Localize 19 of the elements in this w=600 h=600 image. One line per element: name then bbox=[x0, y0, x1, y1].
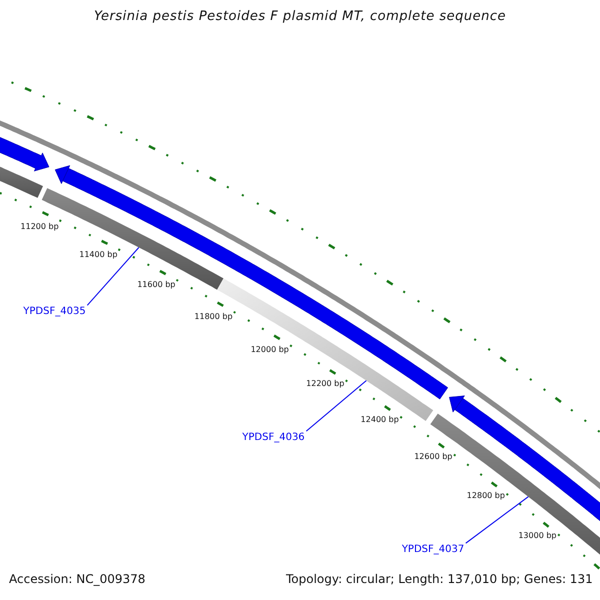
position-label: 13000 bp bbox=[518, 531, 556, 540]
leader-line bbox=[86, 247, 140, 306]
position-label: 12000 bp bbox=[250, 344, 289, 354]
position-label: 12600 bp bbox=[414, 452, 452, 462]
leader-line bbox=[306, 380, 367, 432]
position-label: 11400 bp bbox=[79, 250, 118, 260]
position-label: 12800 bp bbox=[466, 491, 505, 500]
summary-text: Topology: circular; Length: 137,010 bp; Genes: 131 bbox=[286, 572, 593, 586]
leader-line bbox=[465, 496, 529, 544]
position-label: 12200 bp bbox=[306, 379, 344, 388]
position-label: 11200 bp bbox=[20, 222, 59, 231]
position-label: 11800 bp bbox=[194, 312, 233, 321]
position-label: 12400 bp bbox=[360, 415, 399, 424]
gene-label: YPDSF_4036 bbox=[242, 432, 305, 444]
gene-label: YPDSF_4037 bbox=[402, 544, 464, 556]
gene-label: YPDSF_4035 bbox=[23, 306, 86, 318]
diagram-title: Yersinia pestis Pestoides F plasmid MT, complete sequence bbox=[94, 9, 506, 24]
position-label: 11600 bp bbox=[137, 280, 176, 290]
accession-text: Accession: NC_009378 bbox=[9, 572, 146, 586]
